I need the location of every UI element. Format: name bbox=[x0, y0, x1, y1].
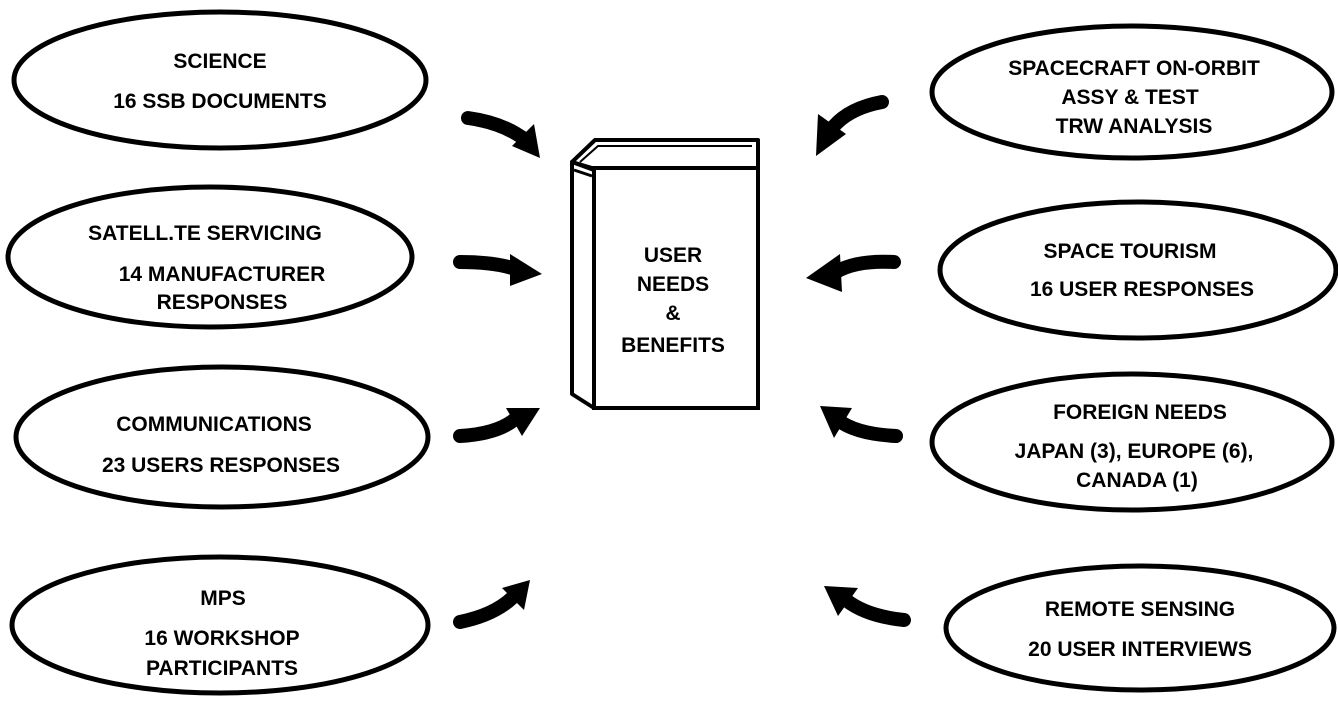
node-detail: 20 USER INTERVIEWS bbox=[1028, 638, 1252, 661]
arrow-foreign-to-book bbox=[820, 406, 903, 443]
source-node-science: SCIENCE 16 SSB DOCUMENTS bbox=[11, 9, 429, 151]
node-title: SATELL.TE SERVICING bbox=[88, 222, 322, 245]
node-detail: ASSY & TEST bbox=[1061, 86, 1198, 109]
node-title: SPACECRAFT ON-ORBIT bbox=[1008, 57, 1260, 80]
node-ellipse bbox=[11, 9, 429, 151]
book-pages bbox=[579, 145, 752, 163]
node-detail: 14 MANUFACTURER bbox=[119, 263, 326, 286]
book-binding bbox=[573, 168, 593, 178]
source-node-mps: MPS 16 WORKSHOP PARTICIPANTS bbox=[9, 554, 431, 696]
node-title: COMMUNICATIONS bbox=[116, 413, 312, 436]
node-detail: 16 WORKSHOP bbox=[144, 627, 299, 650]
book-title-line: NEEDS bbox=[637, 273, 709, 296]
node-detail: RESPONSES bbox=[157, 291, 288, 314]
arrow-communications-to-book bbox=[453, 408, 540, 443]
book-top-edge bbox=[570, 138, 760, 170]
arrow-remote-sensing-to-book bbox=[824, 586, 911, 627]
node-detail: PARTICIPANTS bbox=[146, 657, 298, 680]
node-title: FOREIGN NEEDS bbox=[1053, 401, 1227, 424]
node-ellipse bbox=[929, 23, 1335, 161]
book-title-line: USER bbox=[644, 244, 702, 267]
node-detail: 16 SSB DOCUMENTS bbox=[113, 90, 327, 113]
source-node-communications: COMMUNICATIONS 23 USERS RESPONSES bbox=[13, 364, 431, 510]
arrow-satellite-to-book bbox=[453, 254, 542, 286]
arrow-science-to-book bbox=[461, 111, 540, 158]
node-ellipse bbox=[13, 364, 431, 510]
source-node-remote-sensing: REMOTE SENSING 20 USER INTERVIEWS bbox=[943, 563, 1337, 693]
source-node-space-tourism: SPACE TOURISM 16 USER RESPONSES bbox=[937, 199, 1338, 341]
arrow-tourism-to-book bbox=[806, 254, 901, 292]
node-ellipse bbox=[929, 371, 1335, 513]
source-node-satellite-servicing: SATELL.TE SERVICING 14 MANUFACTURER RESP… bbox=[5, 184, 415, 330]
node-ellipse bbox=[937, 199, 1338, 341]
node-detail: TRW ANALYSIS bbox=[1056, 115, 1213, 138]
book-title-line: BENEFITS bbox=[621, 334, 725, 357]
node-ellipse bbox=[943, 563, 1337, 693]
book-title-line: & bbox=[665, 302, 680, 325]
node-detail: 23 USERS RESPONSES bbox=[102, 454, 340, 477]
book: USER NEEDS & BENEFITS bbox=[570, 138, 760, 410]
node-ellipse bbox=[5, 184, 415, 330]
book-spine bbox=[570, 160, 596, 410]
node-detail: JAPAN (3), EUROPE (6), bbox=[1015, 440, 1254, 463]
arrow-spacecraft-to-book bbox=[816, 95, 889, 156]
node-detail: 16 USER RESPONSES bbox=[1030, 278, 1254, 301]
node-title: REMOTE SENSING bbox=[1045, 598, 1235, 621]
node-detail: CANADA (1) bbox=[1076, 469, 1198, 492]
node-title: SPACE TOURISM bbox=[1043, 240, 1216, 263]
source-node-spacecraft-on-orbit: SPACECRAFT ON-ORBIT ASSY & TEST TRW ANAL… bbox=[929, 23, 1335, 161]
source-node-foreign-needs: FOREIGN NEEDS JAPAN (3), EUROPE (6), CAN… bbox=[929, 371, 1335, 513]
node-title: SCIENCE bbox=[173, 50, 266, 73]
node-ellipse bbox=[9, 554, 431, 696]
node-title: MPS bbox=[200, 587, 246, 610]
arrow-mps-to-book bbox=[453, 580, 530, 629]
book-cover bbox=[592, 166, 760, 410]
